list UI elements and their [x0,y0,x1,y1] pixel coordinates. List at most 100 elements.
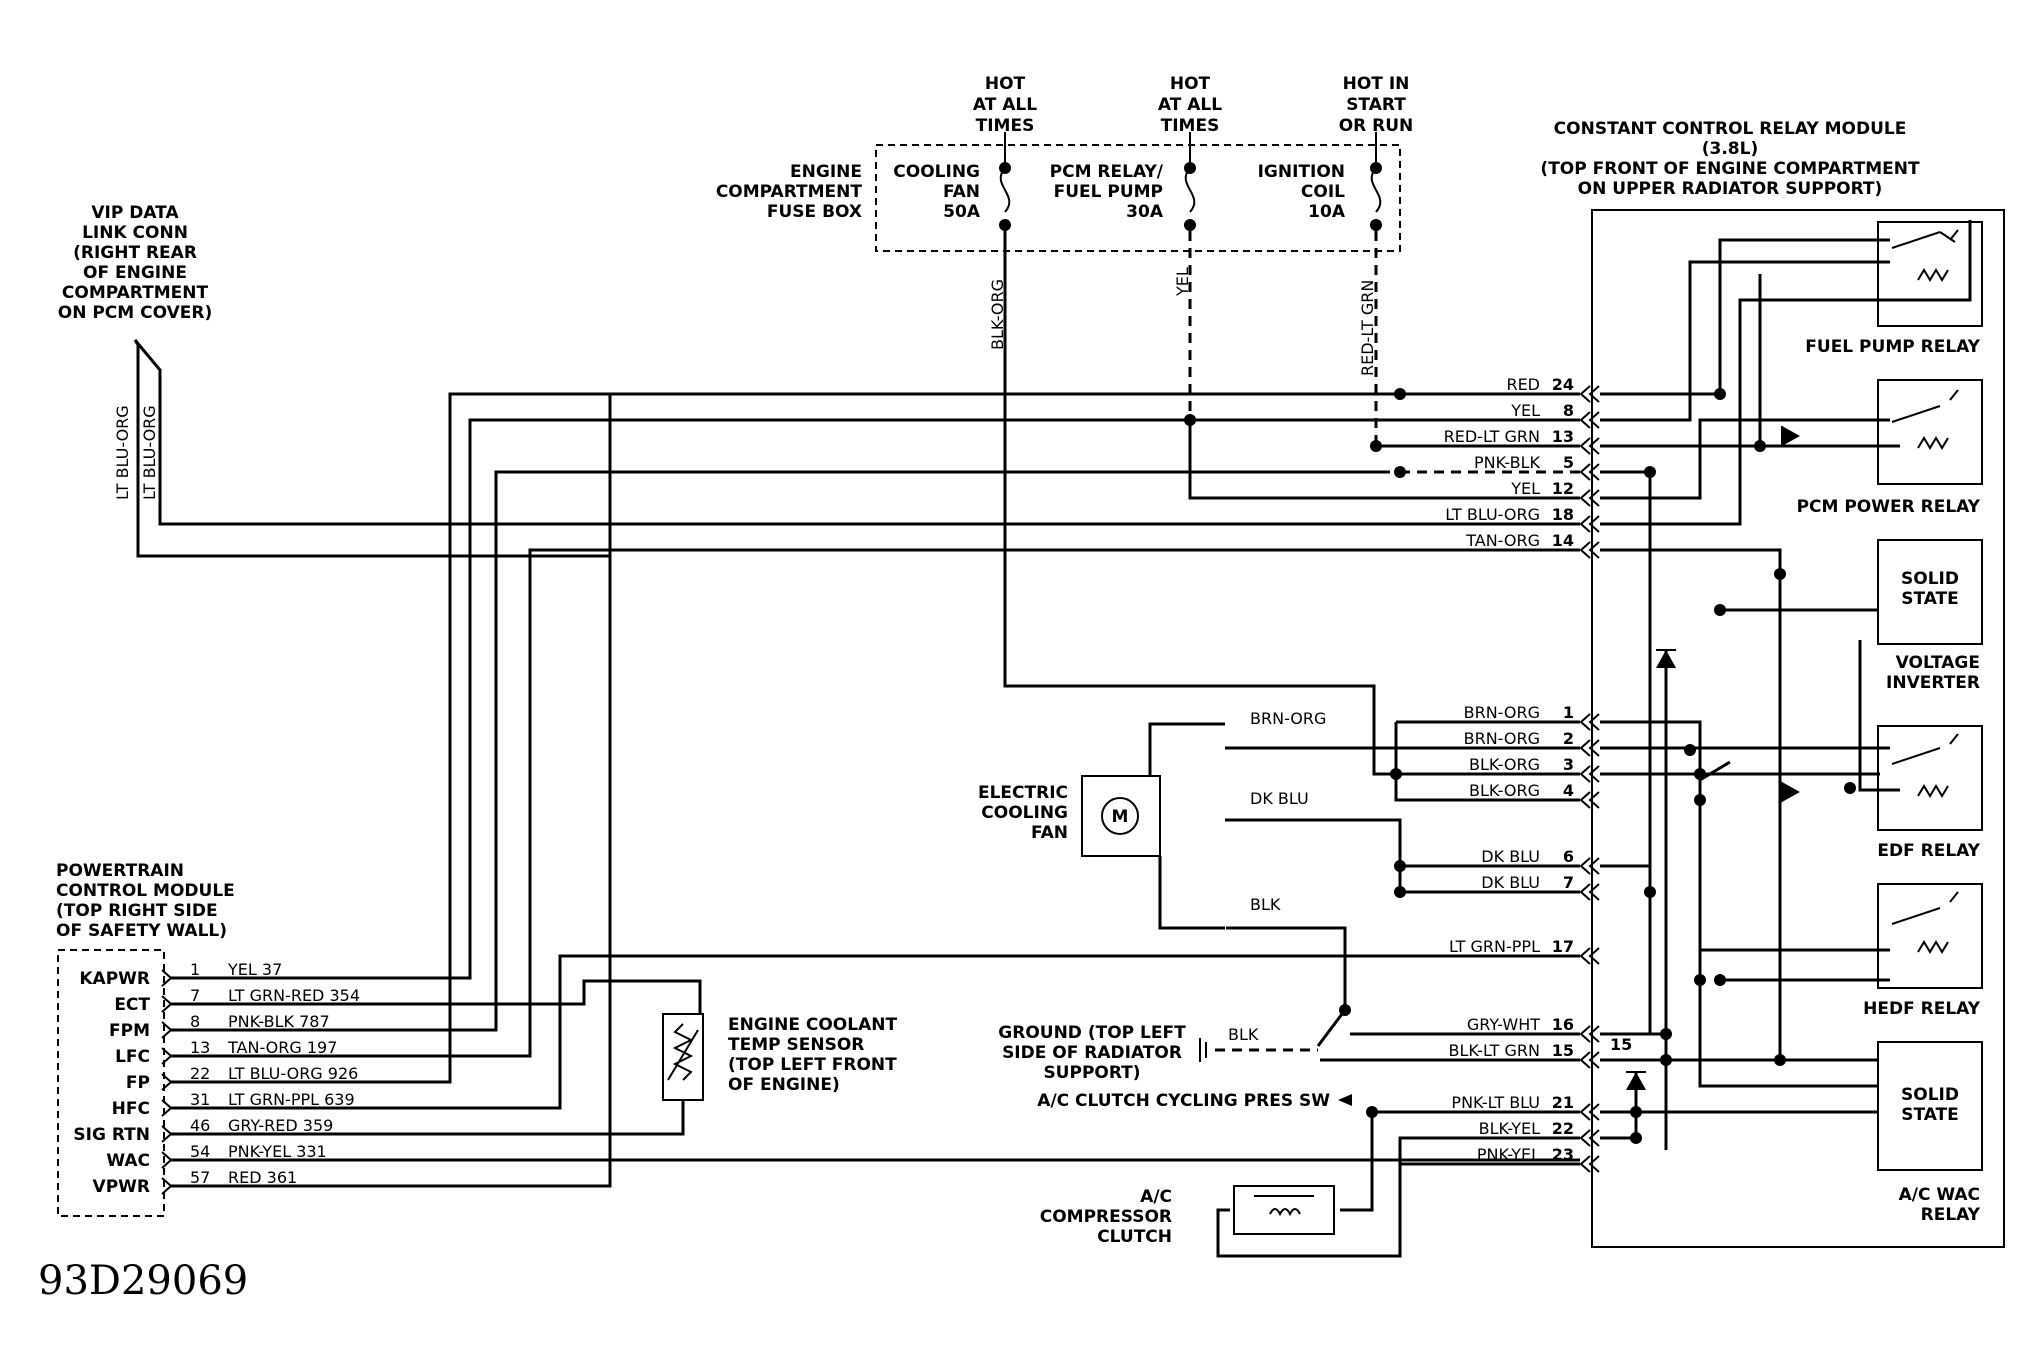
ccrm-pin-number: 2 [1563,729,1574,748]
connector-pin-icon [1579,1155,1600,1173]
pcm-pin-number: 31 [190,1090,210,1109]
ground-label: GROUND (TOP LEFT SIDE OF RADIATOR SUPPOR… [998,1023,1186,1083]
svg-text:TEMP SENSOR: TEMP SENSOR [728,1035,864,1055]
ccrm-int-15 [1600,864,1652,892]
ccrm-pin-number: 22 [1552,1119,1574,1138]
svg-text:OF ENGINE): OF ENGINE) [728,1075,840,1095]
svg-text:START: START [1346,95,1406,115]
splice-dot [1370,440,1382,452]
diode-symbols [1626,426,1800,1090]
pcm-pin-icon [161,1151,173,1169]
wire-fp [170,392,1580,1084]
solid-state-voltage-inverter: SOLID STATE VOLTAGE INVERTER [1877,539,1983,693]
pcm-pin-icon [161,1047,173,1065]
ccrm-pin-number: 6 [1563,847,1574,866]
svg-text:FAN: FAN [1031,823,1068,843]
connector-pin-icon [1579,947,1600,965]
pcm-power-relay: PCM POWER RELAY [1797,379,1983,517]
ccrm-int-11 [1600,720,1890,952]
vip-label: VIP DATA LINK CONN (RIGHT REAR OF ENGINE… [58,203,212,323]
pcm-pin-number: 46 [190,1116,210,1135]
wire-fan-brn-org [1148,722,1225,776]
svg-text:CONSTANT CONTROL RELAY MODULE: CONSTANT CONTROL RELAY MODULE [1554,119,1907,139]
pcm-pin-icon [161,1177,173,1195]
svg-text:FUEL PUMP: FUEL PUMP [1054,182,1163,202]
splice-dot [1714,604,1726,616]
pcm-pin-number: 54 [190,1142,210,1161]
svg-text:OF ENGINE: OF ENGINE [83,263,187,283]
ccrm-int-4 [1600,470,1652,1034]
splice-dot [1660,1028,1672,1040]
ccrm-pin-number: 5 [1563,453,1574,472]
pcm-pin-number: 57 [190,1168,210,1187]
svg-text:COMPRESSOR: COMPRESSOR [1040,1207,1172,1227]
pcm-wire-label: PNK-YEL 331 [228,1142,327,1161]
ac-wac-relay: SOLID STATE A/C WAC RELAY [1877,1041,1983,1225]
ccrm-pin-number: 7 [1563,873,1574,892]
pcm-pin-name: FP [126,1073,150,1093]
ccrm-pin-number: 18 [1552,505,1574,524]
connector-pin-icon [1579,1025,1600,1043]
pcm-outline [57,949,165,1217]
svg-text:IGNITION: IGNITION [1258,162,1345,182]
wire-vpwr [170,394,612,1188]
ccrm-int-2 [1600,260,1890,422]
wire-blk-to-ground [1226,926,1347,1047]
pcm-pin-icon [161,1073,173,1091]
ccrm-pin-number: 24 [1552,375,1574,394]
svg-text:SUPPORT): SUPPORT) [1043,1063,1140,1083]
ccrm-wire-label: PNK-YEL [1477,1145,1540,1164]
svg-text:ON UPPER RADIATOR SUPPORT): ON UPPER RADIATOR SUPPORT) [1578,179,1883,199]
fuse-box-outline [875,144,1401,252]
pcm-pin-number: 7 [190,986,200,1005]
fuse-box-label: ENGINE COMPARTMENT FUSE BOX [716,162,863,222]
ccrm-pin-number: 3 [1563,755,1574,774]
ccrm-int-10 [1858,640,1900,792]
ac-clutch-switch-label: A/C CLUTCH CYCLING PRES SW [1037,1091,1330,1111]
splice-dot [1394,860,1406,872]
fuse-symbols [999,132,1382,231]
pcm-label: POWERTRAIN CONTROL MODULE (TOP RIGHT SID… [56,861,235,941]
connector-pin-icon [1579,489,1600,507]
svg-text:SOLID: SOLID [1901,1085,1959,1105]
ac-switch-arrow-icon [1338,1094,1352,1106]
splice-dot [1694,974,1706,986]
svg-text:SIDE OF RADIATOR: SIDE OF RADIATOR [1002,1043,1182,1063]
wire-ect [170,979,702,1014]
wire-fpm [170,470,1390,1032]
svg-text:VOLTAGE: VOLTAGE [1896,653,1980,673]
ccrm-wire-label: YEL [1510,479,1540,498]
svg-text:OF SAFETY WALL): OF SAFETY WALL) [56,921,227,941]
connector-pin-icon [1579,515,1600,533]
ccrm-wire-label: BLK-ORG [1469,755,1540,774]
svg-text:INVERTER: INVERTER [1886,673,1980,693]
svg-text:CONTROL MODULE: CONTROL MODULE [56,881,235,901]
svg-text:HOT: HOT [985,74,1026,94]
ccrm-int-1 [1600,238,1890,396]
pcm-pin-name: KAPWR [79,969,150,989]
ccrm-pin-number: 16 [1552,1015,1574,1034]
fuel-pump-relay: FUEL PUMP RELAY [1805,221,1983,357]
ccrm-wire-label: BLK-YEL [1479,1119,1540,1138]
splice-dots [1184,388,1856,1144]
ground-icon [1199,1038,1207,1062]
svg-text:TIMES: TIMES [976,116,1035,136]
hedf-relay: HEDF RELAY [1863,883,1983,1019]
fan-wire-blk: BLK [1250,895,1281,914]
ccrm-wire-label: BRN-ORG [1464,703,1540,722]
svg-text:AT ALL: AT ALL [1158,95,1222,115]
fuse-name-labels: COOLING FAN 50A PCM RELAY/ FUEL PUMP 30A… [893,162,1346,222]
connector-pin-icon [1579,739,1600,757]
edf-relay: EDF RELAY [1877,725,1983,861]
splice-dot [1844,782,1856,794]
svg-text:HEDF RELAY: HEDF RELAY [1863,999,1981,1019]
pcm-pin-name: VPWR [93,1177,150,1197]
pcm-pin-icon [161,995,173,1013]
svg-text:ENGINE COOLANT: ENGINE COOLANT [728,1015,897,1035]
ect-sensor-label: ENGINE COOLANT TEMP SENSOR (TOP LEFT FRO… [728,1015,897,1095]
cooling-fan-motor-icon: M [1081,775,1161,857]
splice-dot [1694,768,1706,780]
ccrm-wire-label: PNK-BLK [1474,453,1541,472]
electric-cooling-fan-label: ELECTRIC COOLING FAN [978,783,1068,843]
